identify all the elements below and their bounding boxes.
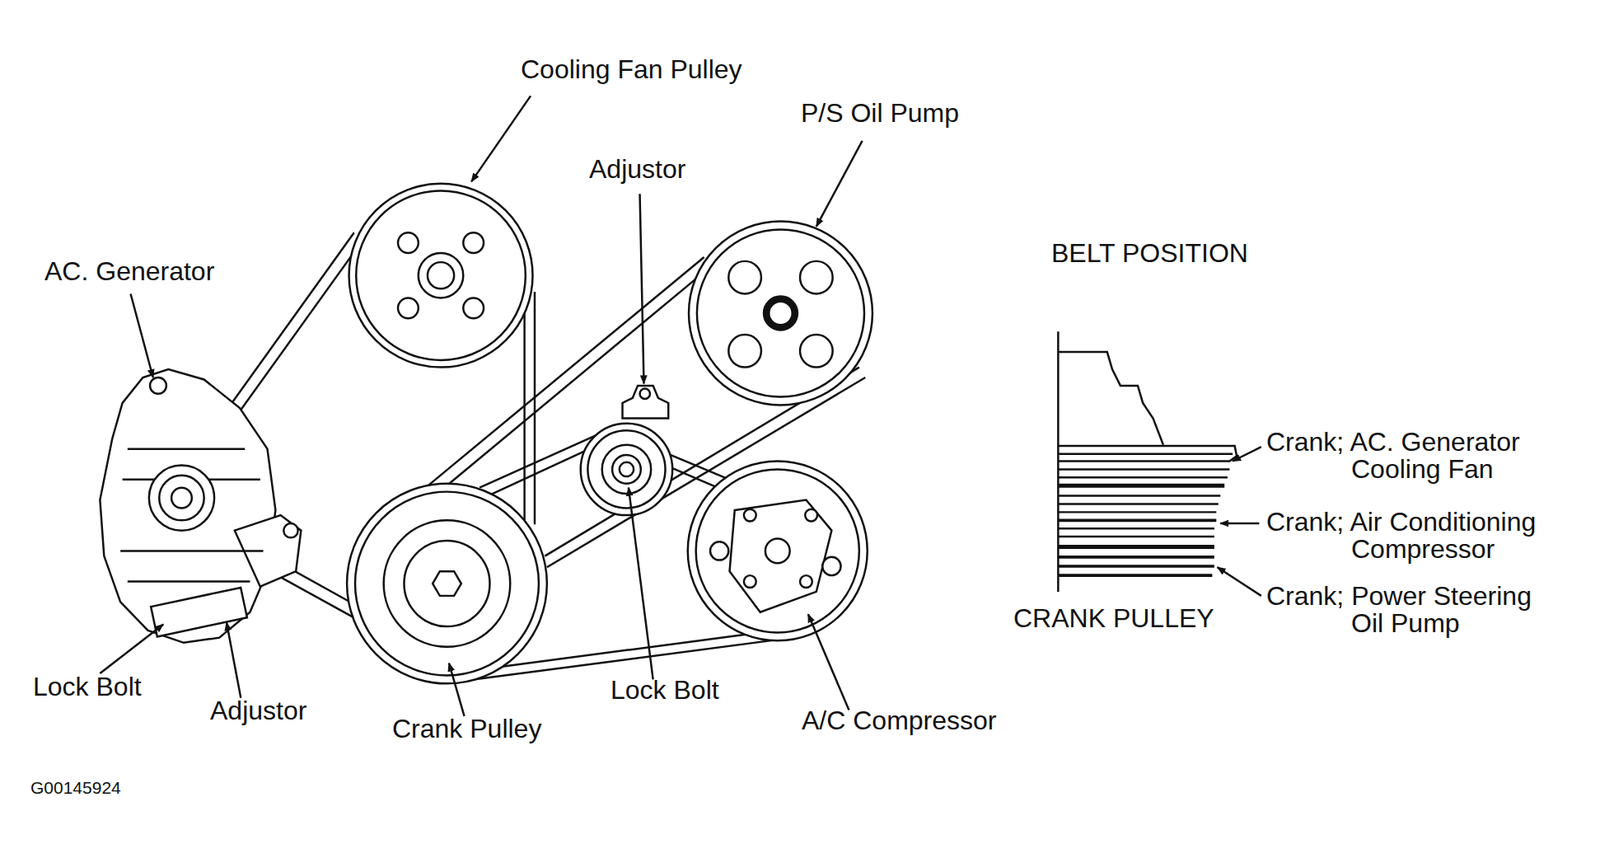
crank-pulley-section <box>1057 467 1230 470</box>
leader-arrows <box>1220 522 1259 524</box>
pulleys <box>587 430 665 508</box>
crank-pulley-section <box>1057 518 1217 522</box>
part-label: Crank Pulley <box>392 715 542 743</box>
inset-heading: BELT POSITION <box>1051 239 1249 267</box>
pulleys <box>743 575 757 588</box>
part-label: P/S Oil Pump <box>800 99 960 127</box>
crank-pulley-section <box>1057 535 1214 538</box>
crank-pulley-section <box>1057 476 1228 478</box>
leader-arrows <box>226 622 241 698</box>
part-label: Lock Bolt <box>32 673 142 701</box>
leader-arrows <box>1217 566 1262 596</box>
leader-arrows <box>640 193 645 384</box>
pulleys <box>355 190 526 360</box>
pulleys <box>729 500 833 613</box>
pulleys <box>427 261 454 289</box>
belt-position-label: Crank; Air Conditioning Compressor <box>1266 508 1559 563</box>
ac-generator <box>120 449 263 582</box>
part-label: AC. Generator <box>44 257 215 286</box>
crank-pulley-section <box>1057 573 1212 577</box>
belt-position-label: Crank; Power Steering Oil Pump <box>1266 582 1559 637</box>
crank-pulley-section <box>1057 502 1218 505</box>
crank-pulley-section <box>1057 331 1237 592</box>
pulleys <box>397 232 419 253</box>
part-label: Lock Bolt <box>610 676 720 704</box>
drive-belts <box>665 464 723 490</box>
pulleys <box>619 462 634 477</box>
ac-generator <box>159 475 204 520</box>
crank-pulley-section <box>1057 351 1164 445</box>
pulleys <box>765 538 791 564</box>
part-label: Cooling Fan Pulley <box>520 56 743 84</box>
leader-arrows <box>628 487 654 680</box>
pulleys <box>822 556 841 576</box>
pulleys <box>349 183 534 368</box>
pulleys <box>355 491 539 676</box>
belt-position-label: Crank; AC. Generator Cooling Fan <box>1266 428 1559 483</box>
crank-pulley-section <box>1057 445 1237 462</box>
leader-arrows <box>99 95 1261 716</box>
pulleys <box>743 509 757 522</box>
ac-generator <box>99 369 301 643</box>
pulleys <box>346 183 873 684</box>
pulleys <box>403 540 490 627</box>
pulleys <box>640 388 651 399</box>
crank-pulley-section <box>1057 527 1214 529</box>
ac-generator <box>171 487 192 509</box>
pulleys <box>766 299 796 328</box>
part-label: Adjustor <box>589 155 686 183</box>
pulleys <box>800 334 833 368</box>
crank-pulley-section <box>1057 544 1214 549</box>
pulleys <box>800 261 833 295</box>
crank-pulley-section <box>1057 564 1214 568</box>
pulleys <box>612 454 641 484</box>
inset-caption: CRANK PULLEY <box>1013 604 1215 632</box>
pulleys <box>728 261 762 295</box>
pulleys <box>602 444 651 494</box>
pulleys <box>697 229 865 398</box>
part-label: A/C Compressor <box>801 706 997 735</box>
figure-code: G00145924 <box>30 777 122 798</box>
part-label: Adjustor <box>210 697 307 725</box>
pulleys <box>580 423 673 515</box>
drive-belts <box>533 291 536 524</box>
pulleys <box>804 509 818 522</box>
pulleys <box>687 460 868 641</box>
crank-pulley-section <box>1057 510 1217 513</box>
ac-generator <box>149 377 167 394</box>
ac-generator <box>149 464 215 530</box>
pulleys <box>463 297 484 319</box>
pulleys <box>397 297 419 319</box>
pulleys <box>710 541 729 560</box>
ac-generator <box>283 523 298 538</box>
drive-belts <box>668 453 730 480</box>
pulleys <box>728 334 762 368</box>
pulleys <box>418 252 464 298</box>
pulleys <box>622 385 669 419</box>
leader-arrows <box>449 663 465 716</box>
crank-pulley-section <box>1057 494 1221 496</box>
leader-arrows <box>816 140 863 227</box>
leader-arrows <box>808 613 850 710</box>
leader-arrows <box>130 293 154 378</box>
pulleys <box>383 519 511 646</box>
pulleys <box>696 468 860 632</box>
pulleys <box>346 483 548 684</box>
pulleys <box>463 232 484 253</box>
ac-generator <box>150 587 248 637</box>
leader-arrows <box>99 624 164 674</box>
pulleys <box>432 570 462 596</box>
pulleys <box>688 221 873 406</box>
crank-pulley-section <box>1057 483 1225 488</box>
crank-pulley-section <box>1057 555 1214 559</box>
pulleys <box>800 575 813 588</box>
leader-arrows <box>471 95 531 182</box>
ac-generator <box>99 369 276 643</box>
crank-pulley-section <box>1057 453 1233 455</box>
